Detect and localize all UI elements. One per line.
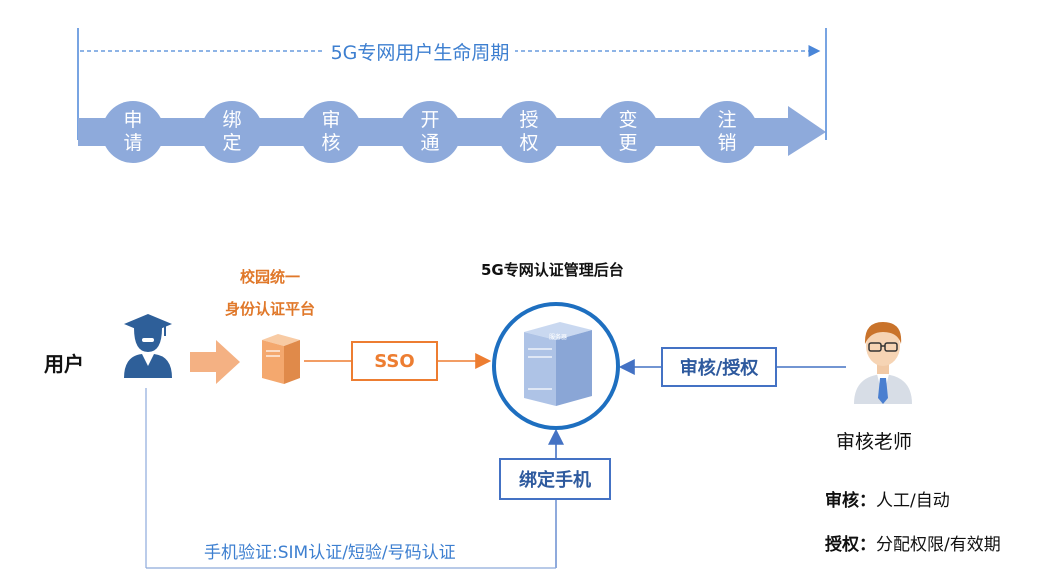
stage-change: 变 更 xyxy=(597,101,659,163)
teacher-avatar-icon xyxy=(854,322,912,404)
campus-platform-title-1: 校园统一 xyxy=(239,268,300,286)
stage-open: 开 通 xyxy=(399,101,461,163)
audit-info: 审核：人工/自动 xyxy=(825,491,950,511)
stage-bind: 绑 定 xyxy=(201,101,263,163)
stage-review: 审 核 xyxy=(300,101,362,163)
phone-verify-label: 手机验证:SIM认证/短验/号码认证 xyxy=(204,543,456,563)
lifecycle-band-arrowhead xyxy=(788,106,826,156)
backend-server-icon xyxy=(524,322,592,406)
stage-apply: 申 请 xyxy=(102,101,164,163)
lifecycle-title: 5G专网用户生命周期 xyxy=(0,38,840,65)
user-label: 用户 xyxy=(44,352,84,376)
stage-authorize: 授 权 xyxy=(498,101,560,163)
bind-phone-box: 绑定手机 xyxy=(499,458,611,500)
backend-title: 5G专网认证管理后台 xyxy=(481,261,624,279)
campus-platform-title-2: 身份认证平台 xyxy=(224,300,315,318)
sso-box: SSO xyxy=(351,341,438,381)
server-panel-label: 服务器 xyxy=(549,334,568,341)
graduate-user-icon xyxy=(124,314,172,378)
stage-cancel: 注 销 xyxy=(696,101,758,163)
auth-info: 授权：分配权限/有效期 xyxy=(825,535,1001,555)
campus-server-icon xyxy=(262,334,300,384)
user-to-platform-arrow xyxy=(190,340,240,384)
audit-auth-box: 审核/授权 xyxy=(661,347,777,387)
teacher-label: 审核老师 xyxy=(836,431,913,453)
